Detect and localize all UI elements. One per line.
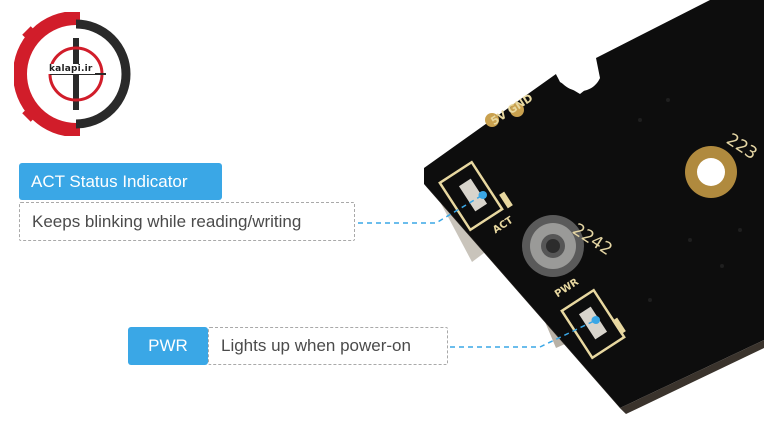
pwr-description: Lights up when power-on bbox=[208, 327, 448, 365]
act-status-description: Keeps blinking while reading/writing bbox=[19, 202, 355, 241]
logo-text: kalapi.ir bbox=[47, 64, 95, 74]
pad-gnd bbox=[510, 103, 524, 117]
gear-icon bbox=[14, 12, 80, 136]
pwr-title: PWR bbox=[128, 327, 208, 365]
pad-5v bbox=[485, 113, 499, 127]
pcb-body bbox=[424, 0, 764, 408]
act-status-title: ACT Status Indicator bbox=[19, 163, 222, 200]
kalapi-logo bbox=[14, 12, 131, 136]
pcb-notch bbox=[556, 74, 600, 92]
pcb-edge bbox=[424, 184, 626, 414]
